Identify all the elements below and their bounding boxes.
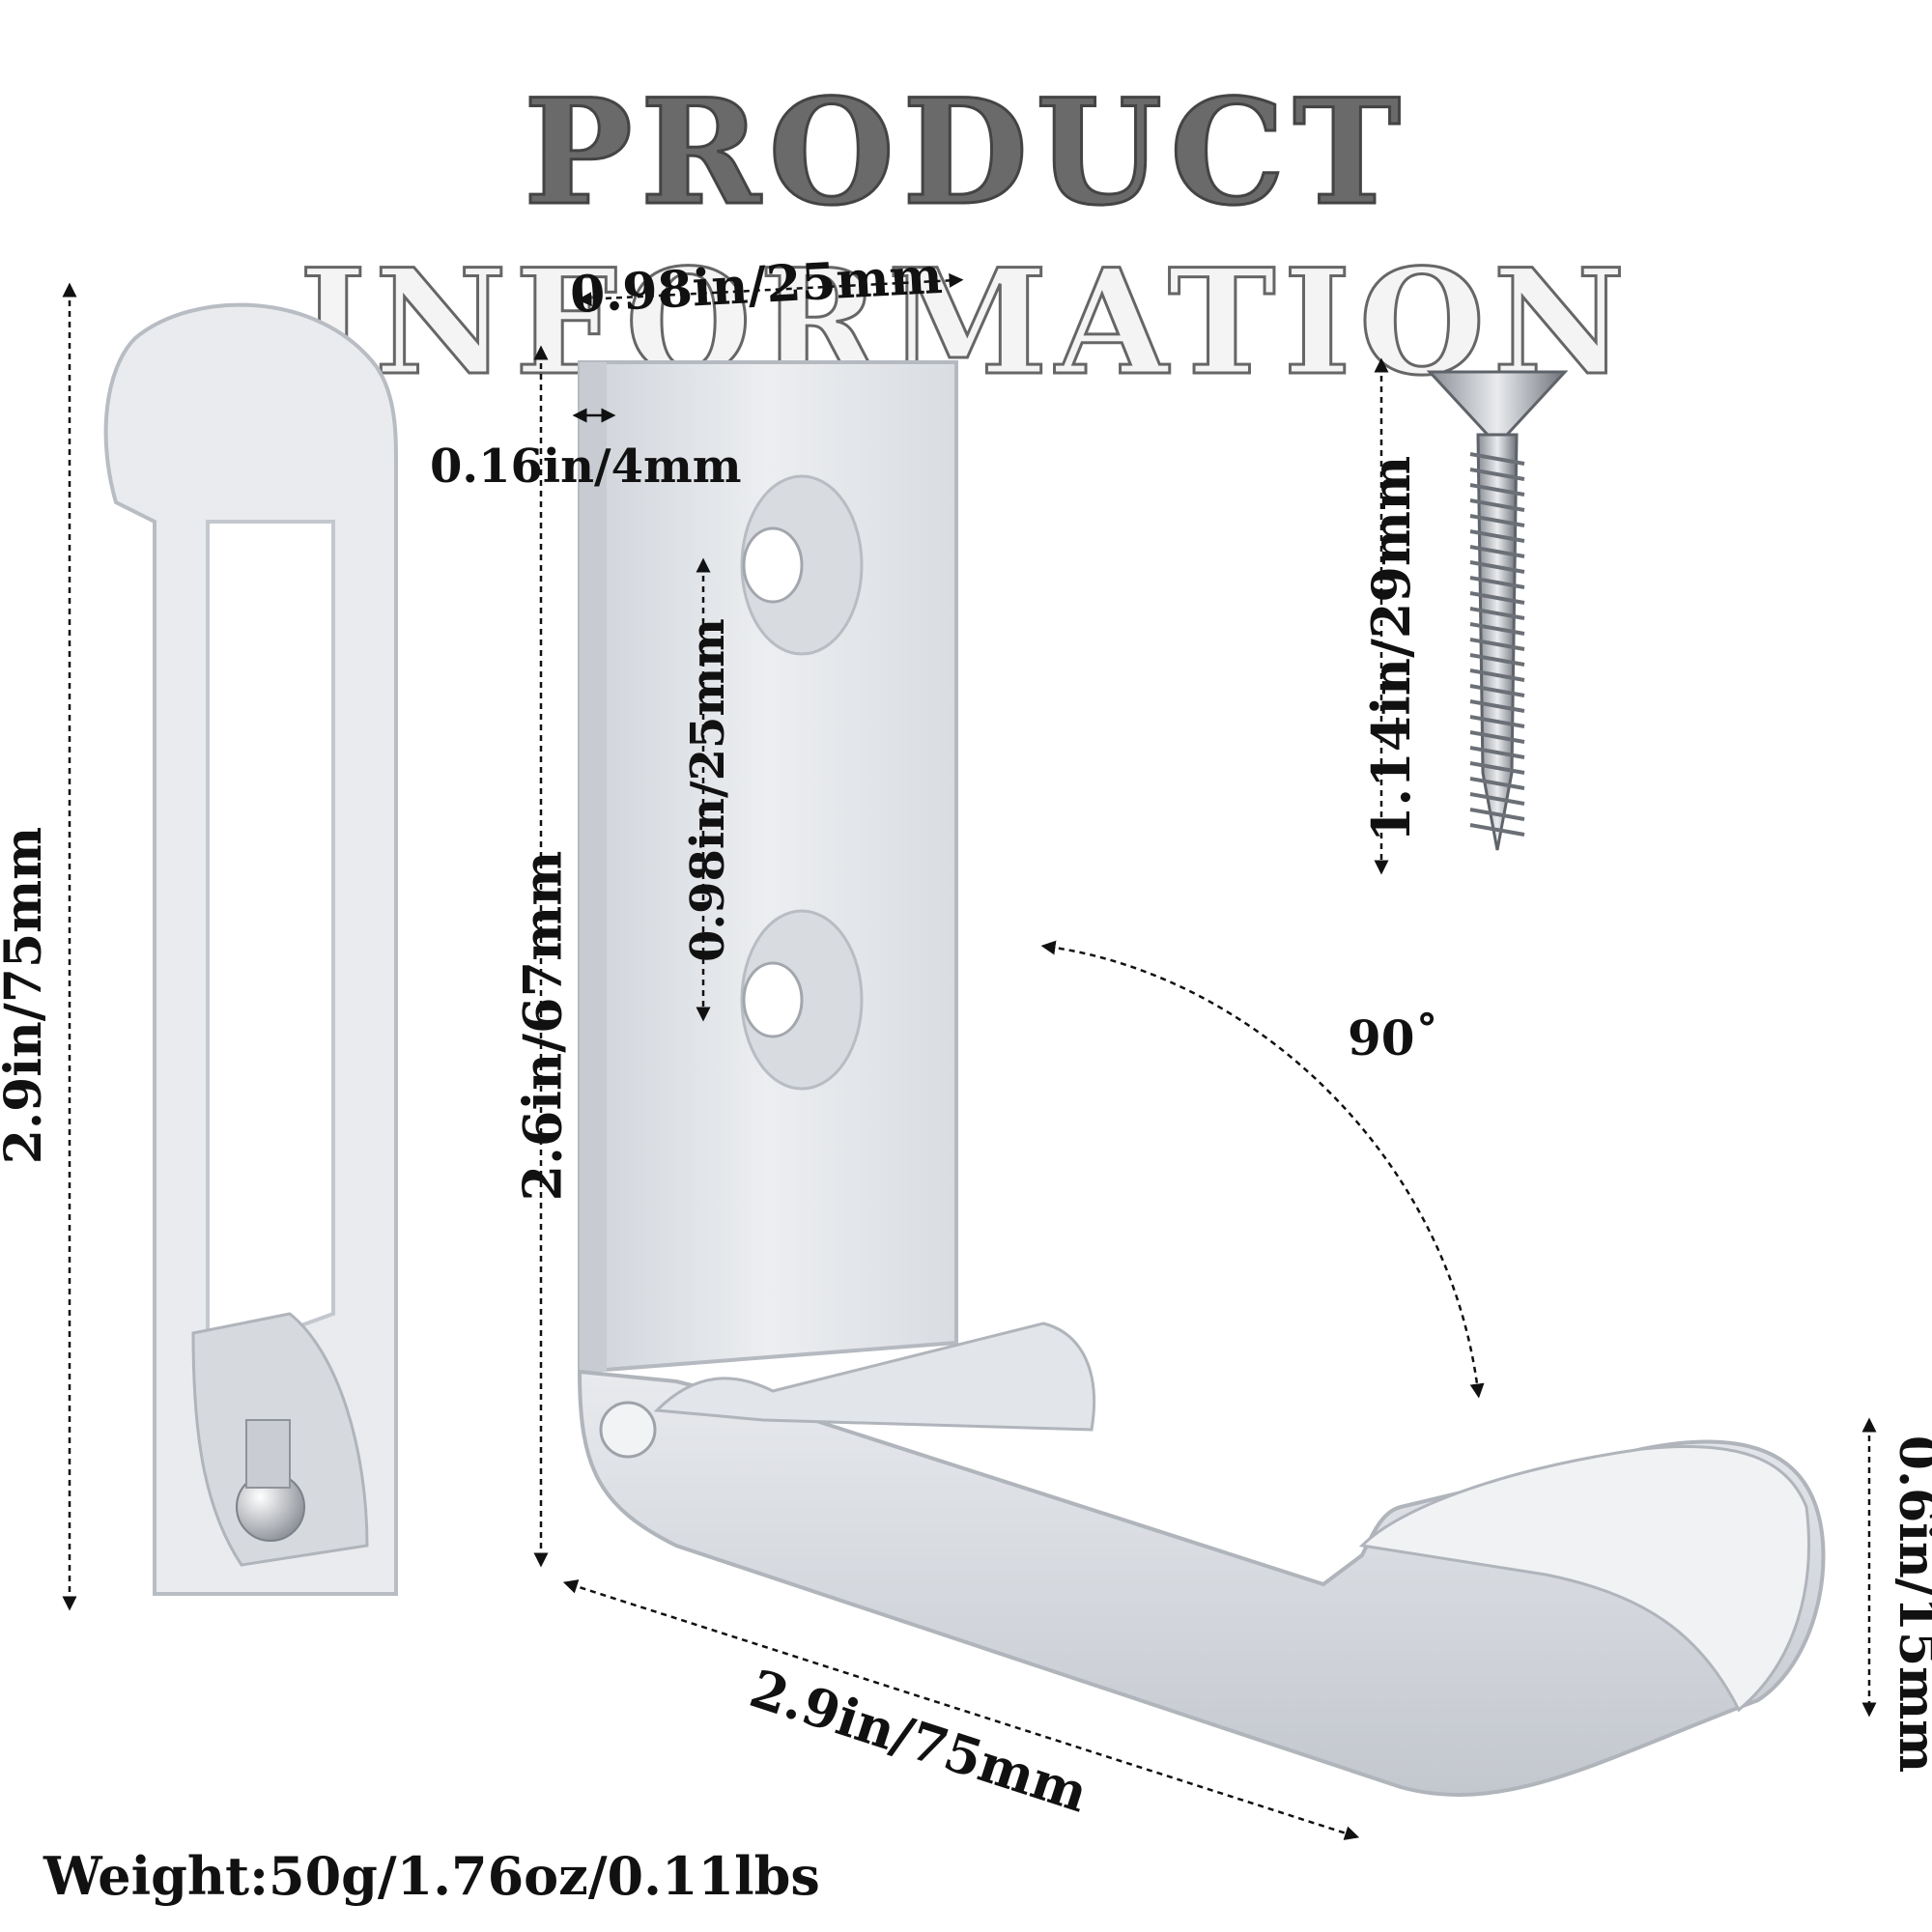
thickness-label: 0.16in/4mm bbox=[430, 440, 742, 494]
angle-label: 90˚ bbox=[1348, 1009, 1439, 1066]
screw-thread bbox=[1469, 823, 1525, 837]
hook-arm bbox=[577, 1321, 1826, 1797]
screw-hole-bottom-icon bbox=[740, 909, 864, 1091]
screw-thread bbox=[1469, 808, 1525, 821]
screw-thread bbox=[1469, 468, 1525, 481]
screw-thread bbox=[1469, 483, 1525, 497]
screw-thread bbox=[1469, 576, 1525, 589]
page-title: PRODUCT INFORMATION bbox=[0, 67, 1932, 410]
screw-thread bbox=[1469, 699, 1525, 713]
weight-label: Weight:50g/1.76oz/0.11lbs bbox=[43, 1845, 820, 1907]
plate-width-arrow bbox=[577, 272, 964, 307]
dimension-lines bbox=[62, 272, 1877, 1840]
mounting-plate bbox=[578, 360, 958, 1375]
screw-thread bbox=[1469, 746, 1525, 759]
screw-thread bbox=[1469, 638, 1525, 651]
arm-length-arrow bbox=[562, 1579, 1360, 1840]
side-view-hook bbox=[103, 302, 398, 1596]
screw-thread bbox=[1469, 653, 1525, 667]
screw-thread bbox=[1469, 668, 1525, 682]
screw-thread bbox=[1469, 777, 1525, 790]
hook-height-label: 0.6in/15mm bbox=[1888, 1435, 1932, 1774]
screw-thread bbox=[1469, 591, 1525, 605]
screw-thread bbox=[1469, 715, 1525, 728]
screw-thread bbox=[1469, 622, 1525, 636]
screw-thread bbox=[1469, 514, 1525, 527]
screw-thread bbox=[1469, 607, 1525, 620]
screw-thread bbox=[1469, 452, 1525, 466]
hinge-pin-icon bbox=[599, 1401, 657, 1459]
title-word-information: INFORMATION bbox=[298, 237, 1634, 410]
plate-height-label: 2.6in/67mm bbox=[511, 850, 574, 1202]
screw-length-label: 1.14in/29mm bbox=[1360, 455, 1423, 843]
screw-thread bbox=[1469, 761, 1525, 775]
screw-thread bbox=[1469, 792, 1525, 806]
screw-thread bbox=[1469, 730, 1525, 744]
screw-thread bbox=[1469, 560, 1525, 574]
screw-thread bbox=[1469, 684, 1525, 697]
screw-icon bbox=[1426, 370, 1569, 851]
screw-hole-top-icon bbox=[740, 474, 864, 656]
screw-thread bbox=[1469, 545, 1525, 558]
screw-thread bbox=[1469, 498, 1525, 512]
screw-thread bbox=[1469, 529, 1525, 543]
hole-spacing-label: 0.98in/25mm bbox=[680, 618, 735, 962]
title-word-product: PRODUCT bbox=[522, 67, 1408, 240]
side-height-label: 2.9in/75mm bbox=[0, 826, 54, 1165]
angle-arc-arrow bbox=[1040, 940, 1485, 1399]
